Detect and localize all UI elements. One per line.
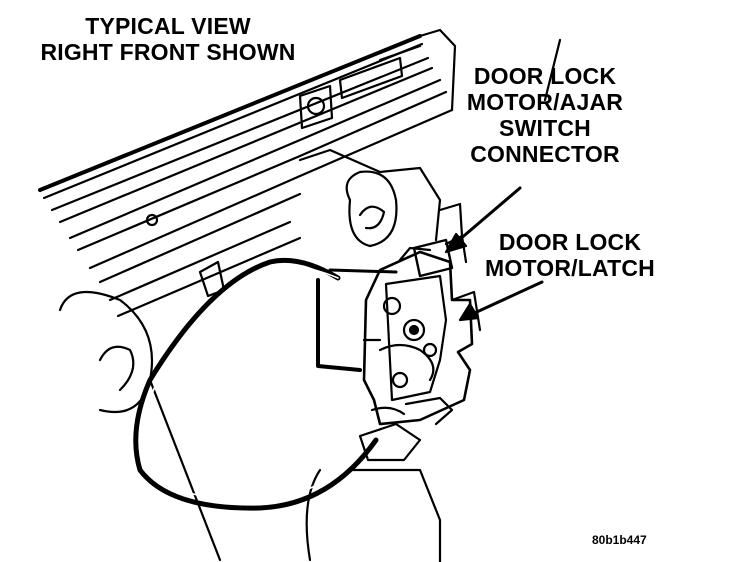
latch-callout-label: DOOR LOCK MOTOR/LATCH	[470, 229, 670, 281]
view-caption: TYPICAL VIEW RIGHT FRONT SHOWN	[28, 13, 308, 65]
release-rod	[316, 278, 362, 372]
latch-leader-arrow	[466, 280, 544, 318]
connector-label-line3: SWITCH	[499, 115, 591, 141]
latch-arrowhead	[458, 302, 480, 322]
view-caption-line2: RIGHT FRONT SHOWN	[40, 39, 296, 65]
connector-label-line2: MOTOR/AJAR	[466, 89, 624, 115]
connector-label-line4: CONNECTOR	[470, 141, 620, 167]
connector-callout-label: DOOR LOCK MOTOR/AJAR SWITCH CONNECTOR	[455, 63, 635, 167]
connector-arrowhead	[444, 232, 468, 254]
door-window-frame	[38, 28, 562, 318]
connector-label-line1: DOOR LOCK	[473, 63, 617, 89]
latch-label-line2: MOTOR/LATCH	[485, 255, 655, 281]
lock-rod-loop	[133, 257, 379, 511]
door-lock-motor-latch	[358, 246, 482, 462]
view-caption-line1: TYPICAL VIEW	[85, 13, 251, 39]
latch-label-line1: DOOR LOCK	[498, 229, 642, 255]
connector-leader-arrow	[450, 186, 522, 248]
figure-code: 80b1b447	[592, 533, 647, 547]
leader-arrows	[450, 186, 544, 318]
